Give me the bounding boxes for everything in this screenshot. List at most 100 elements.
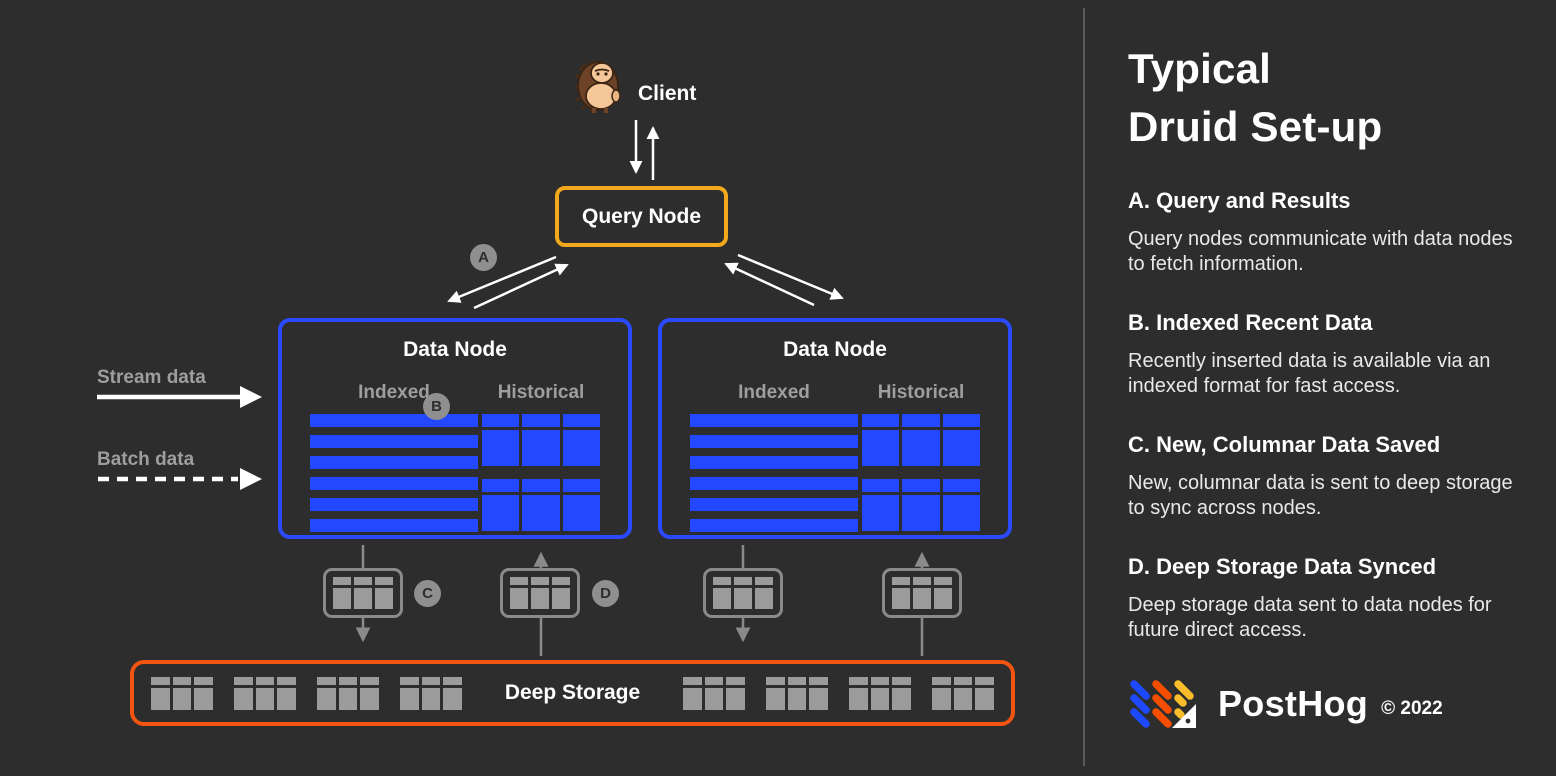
client: Client	[576, 56, 696, 114]
table-cell	[862, 430, 900, 466]
table-cell	[172, 676, 192, 685]
table-cell	[849, 687, 868, 710]
table-cell	[932, 687, 951, 710]
table-cell	[399, 676, 419, 685]
table-icon	[333, 577, 393, 609]
table-cell	[482, 414, 520, 427]
table-cell	[562, 414, 600, 427]
badge-a-letter: A	[478, 249, 489, 266]
table-cell	[902, 495, 940, 531]
table-cell	[809, 687, 829, 710]
segment-port-icon	[882, 568, 962, 618]
table-cell	[338, 687, 358, 710]
table-cell	[902, 479, 940, 492]
table-cell	[151, 687, 170, 710]
historical-table-icon	[482, 414, 600, 466]
table-cell	[510, 588, 528, 609]
table-icon	[683, 676, 746, 710]
badge-a: A	[470, 244, 497, 271]
table-cell	[510, 577, 528, 585]
deep-storage-label: Deep Storage	[504, 681, 641, 704]
query-datanode2-arrows	[724, 253, 844, 307]
table-icon	[892, 577, 952, 609]
badge-c-letter: C	[422, 585, 433, 602]
footer-brand: PostHog © 2022	[1128, 678, 1443, 730]
posthog-logo-icon	[1130, 680, 1196, 728]
badge-d-letter: D	[600, 585, 611, 602]
indexed-bar	[310, 519, 478, 532]
table-cell	[482, 430, 520, 466]
table-cell	[522, 495, 560, 531]
table-cell	[953, 687, 973, 710]
data-node-1-title: Data Node	[403, 338, 507, 361]
data-node-2-title: Data Node	[783, 338, 887, 361]
data-node-1-indexed: Indexed	[310, 382, 478, 532]
table-cell	[421, 687, 441, 710]
table-cell	[562, 479, 600, 492]
table-cell	[892, 588, 910, 609]
table-cell	[399, 687, 419, 710]
table-cell	[934, 577, 952, 585]
table-cell	[704, 687, 724, 710]
table-cell	[552, 577, 570, 585]
brand-name: PostHog	[1218, 683, 1369, 724]
section-d: D. Deep Storage Data Synced Deep storage…	[1128, 554, 1533, 643]
table-cell	[942, 495, 980, 531]
table-cell	[482, 495, 520, 531]
table-cell	[862, 479, 900, 492]
section-d-heading: D. Deep Storage Data Synced	[1128, 554, 1437, 579]
table-cell	[552, 588, 570, 609]
table-cell	[849, 676, 868, 685]
section-c-body: New, columnar data is sent to deep stora…	[1128, 472, 1513, 519]
table-cell	[316, 687, 336, 710]
table-cell	[255, 687, 275, 710]
table-cell	[333, 588, 351, 609]
table-cell	[522, 414, 560, 427]
table-cell	[522, 479, 560, 492]
badge-b: B	[423, 393, 450, 420]
table-cell	[892, 676, 912, 685]
client-label: Client	[638, 82, 697, 105]
badge-c: C	[414, 580, 441, 607]
copyright: © 2022	[1381, 698, 1443, 719]
historical-table-icon	[862, 414, 980, 466]
table-cell	[734, 588, 752, 609]
table-cell	[172, 687, 192, 710]
table-cell	[766, 687, 785, 710]
table-cell	[913, 577, 931, 585]
historical-table-icon	[862, 479, 980, 531]
historical-table-icon	[482, 479, 600, 531]
legend-sections: A. Query and Results Query nodes communi…	[1128, 188, 1533, 676]
section-b-heading: B. Indexed Recent Data	[1128, 310, 1373, 335]
table-icon	[849, 676, 912, 710]
table-cell	[862, 414, 900, 427]
table-cell	[562, 495, 600, 531]
table-cell	[233, 676, 253, 685]
table-cell	[562, 430, 600, 466]
section-b: B. Indexed Recent Data Recently inserted…	[1128, 310, 1533, 399]
table-cell	[787, 676, 807, 685]
table-cell	[892, 687, 912, 710]
table-cell	[704, 676, 724, 685]
section-b-body: Recently inserted data is available via …	[1128, 350, 1491, 397]
badge-b-letter: B	[431, 398, 442, 415]
table-cell	[354, 577, 372, 585]
table-cell	[338, 676, 358, 685]
query-datanode1-arrows	[447, 255, 569, 310]
table-cell	[870, 687, 890, 710]
section-a-body: Query nodes communicate with data nodes …	[1128, 228, 1513, 275]
segment-port-icon-c	[323, 568, 403, 618]
table-cell	[531, 588, 549, 609]
table-cell	[942, 414, 980, 427]
indexed-bar	[310, 456, 478, 469]
table-cell	[870, 676, 890, 685]
table-cell	[233, 687, 253, 710]
batch-data-arrow	[98, 468, 262, 490]
table-cell	[809, 676, 829, 685]
table-icon	[510, 577, 570, 609]
table-cell	[683, 687, 702, 710]
table-icon	[399, 676, 462, 710]
badge-d: D	[592, 580, 619, 607]
segment-port-icon-d	[500, 568, 580, 618]
